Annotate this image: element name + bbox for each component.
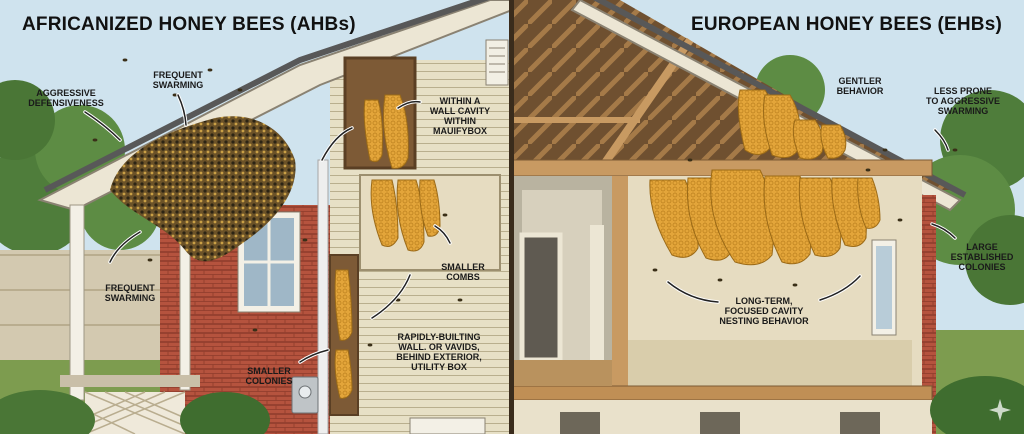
- title-ehb: EUROPEAN HONEY BEES (EHBs): [690, 14, 1002, 35]
- label-smaller-colonies: SMALLER COLONIES: [245, 366, 293, 386]
- ehb-house: [511, 0, 1024, 434]
- arrow-aggressive-defensiveness: [83, 110, 122, 142]
- title-ahb: AFRICANIZED HONEY BEES (AHBs): [22, 14, 356, 35]
- arrow-frequent-swarming-top: [176, 93, 188, 127]
- ahb-wall-combs: [334, 94, 441, 399]
- label-frequent-swarming-top: FREQUENT SWARMING: [152, 70, 204, 90]
- label-rapidly-building: RAPIDLY-BUILTING WALL. OR VAVIDS, BEHIND…: [396, 332, 482, 372]
- arrow-frequent-swarming-lower: [108, 230, 142, 264]
- panel-divider: [509, 0, 514, 434]
- arrow-cavity-entry: [320, 126, 354, 162]
- label-frequent-swarming-lower: FREQUENT SWARMING: [104, 283, 156, 303]
- arrow-smaller-combs: [433, 224, 452, 245]
- ahb-swarm: [110, 116, 296, 262]
- ehb-combs: [649, 89, 881, 266]
- label-long-term: LONG-TERM, FOCUSED CAVITY NESTING BEHAVI…: [719, 296, 809, 326]
- label-less-prone: LESS PRONE TO AGGRESSIVE SWARMING: [925, 86, 1001, 116]
- arrow-less-prone: [933, 128, 950, 152]
- label-large-colonies: LARGE ESTABLISHED COLONIES: [950, 242, 1014, 272]
- arrow-long-term-right: [818, 274, 862, 302]
- arrow-comb-down: [370, 273, 412, 320]
- label-aggressive-defensiveness: AGGRESSIVE DEFENSIVENESS: [28, 88, 104, 108]
- label-gentler-behavior: GENTLER BEHAVIOR: [836, 76, 884, 96]
- arrow-long-term-left: [666, 280, 720, 304]
- arrow-large-colonies: [930, 222, 957, 240]
- arrow-wall-cavity: [396, 99, 422, 110]
- label-smaller-combs: SMALLER COMBS: [441, 262, 485, 282]
- sparkle-icon: [989, 399, 1011, 421]
- label-wall-cavity: WITHIN A WALL CAVITY WITHIN MAUIFYBOX: [429, 96, 491, 136]
- scattered-bees: [92, 58, 958, 347]
- arrow-smaller-colonies: [298, 348, 330, 364]
